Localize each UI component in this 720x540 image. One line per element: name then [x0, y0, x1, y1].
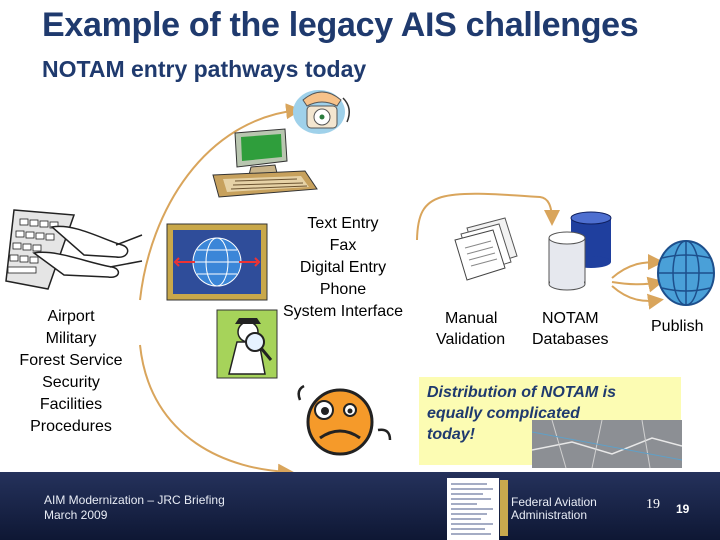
source-item: Forest Service: [19, 352, 123, 369]
computer-keyboard-icon: [212, 128, 318, 198]
footer-bar: [0, 472, 720, 540]
confused-face-icon: [297, 384, 392, 456]
footer-date: March 2009: [44, 508, 108, 522]
database-back: [570, 211, 612, 268]
footer-agency-line2: Administration: [511, 508, 588, 522]
distribution-note-text: Distribution of NOTAM is equally complic…: [427, 382, 667, 445]
step-label-publish: Publish: [651, 318, 704, 335]
method-item: Fax: [329, 237, 357, 254]
method-item: Text Entry: [307, 215, 379, 232]
source-item: Security: [42, 374, 100, 391]
method-item: System Interface: [282, 303, 404, 320]
step-label-manual: Manual: [445, 310, 498, 327]
detective-magnifier-icon: [216, 309, 278, 379]
method-item: Digital Entry: [299, 259, 387, 276]
slide-title: Example of the legacy AIS challenges: [42, 6, 639, 44]
slide-subtitle: NOTAM entry pathways today: [42, 56, 367, 82]
arrow-to-validation: [416, 192, 560, 241]
arrow-db-to-globe-3: [611, 285, 664, 310]
footer-briefing: AIM Modernization – JRC Briefing: [44, 493, 225, 507]
note-line: today!: [427, 426, 475, 443]
source-item: Military: [45, 330, 97, 347]
map-thumbnail-icon: [532, 420, 682, 468]
telephone-icon: [293, 90, 350, 134]
entry-sources-list: Airport Military Forest Service Security…: [6, 306, 136, 438]
document-thumbnail-icon: [447, 478, 499, 540]
entry-methods-list: Text Entry Fax Digital Entry Phone Syste…: [268, 213, 418, 323]
step-label-validation: Validation: [436, 331, 506, 348]
step-label-notam: NOTAM: [542, 310, 599, 327]
arc-arrow-to-face: [139, 344, 294, 480]
database-cylinder-icon: [548, 211, 612, 291]
source-item: Procedures: [30, 418, 112, 435]
note-line: equally complicated: [427, 405, 580, 422]
page-number: 19: [646, 497, 660, 512]
arrow-db-to-globe-2: [611, 276, 664, 293]
slide-number: 19: [676, 502, 690, 516]
database-front: [548, 231, 586, 291]
step-label-databases: Databases: [532, 331, 609, 348]
arrow-db-to-globe-1: [611, 254, 664, 279]
faa-logo-icon: [500, 480, 508, 536]
note-line: Distribution of NOTAM is: [427, 384, 617, 401]
method-item: Phone: [319, 281, 367, 298]
globe-network-icon: [166, 223, 268, 301]
document-stack-icon: [454, 217, 518, 281]
source-item: Facilities: [39, 396, 103, 413]
source-item: Airport: [47, 308, 95, 325]
globe-icon: [657, 240, 715, 306]
footer-agency-line1: Federal Aviation: [511, 495, 597, 509]
typing-keyboard-icon: [5, 209, 143, 290]
arc-arrow-to-phone: [139, 103, 302, 301]
